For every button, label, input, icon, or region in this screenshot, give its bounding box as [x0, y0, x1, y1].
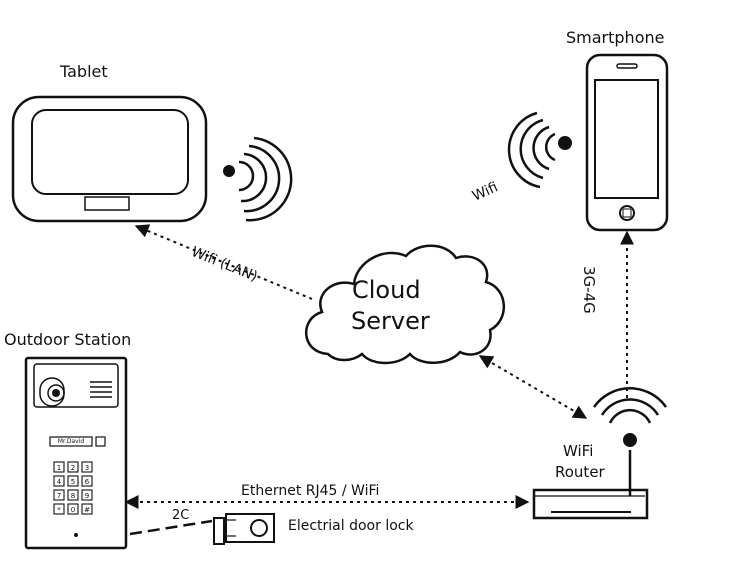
- keypad-key-label: 8: [71, 492, 75, 500]
- keypad-key-label: 4: [57, 478, 62, 486]
- door-lock-label: Electrial door lock: [288, 518, 414, 534]
- smartphone-wireless-icon: [507, 111, 572, 189]
- keypad: 1 2 3 4 5 6 7 8 9 * 0 #: [53, 461, 93, 515]
- outdoor-station-label: Outdoor Station: [4, 330, 132, 349]
- cloud-shape: [305, 244, 506, 365]
- keypad-key-label: 7: [57, 492, 61, 500]
- router-icon: [532, 433, 649, 520]
- router-label: Router: [555, 463, 605, 481]
- keypad-key: [53, 461, 65, 473]
- outdoor-station-icon: [24, 356, 128, 550]
- tablet-icon: [11, 95, 208, 223]
- door-lock-icon: [213, 513, 275, 545]
- router-wireless-icon: [592, 387, 668, 424]
- keypad-key: [53, 475, 65, 487]
- tablet-label: Tablet: [60, 62, 108, 81]
- smartphone-icon: [585, 53, 669, 232]
- keypad-key-label: 0: [71, 506, 75, 514]
- keypad-key: [81, 489, 93, 501]
- cloud-label: Cloud: [352, 276, 421, 304]
- keypad-key-label: 5: [71, 478, 75, 486]
- keypad-key: [81, 475, 93, 487]
- link-station-lock: [129, 519, 213, 536]
- keypad-key-label: *: [57, 506, 61, 514]
- 3g-4g-label: 3G-4G: [580, 266, 598, 314]
- router-wifi-label: WiFi: [563, 442, 594, 460]
- keypad-key-label: 3: [85, 464, 89, 472]
- link-cloud-router: [478, 355, 588, 419]
- keypad-key-label: #: [84, 506, 90, 514]
- keypad-key: [67, 503, 79, 515]
- station-name-display: Mr.David: [57, 438, 85, 445]
- keypad-key-label: 1: [57, 464, 61, 472]
- keypad-key: [81, 503, 93, 515]
- ethernet-wifi-label: Ethernet RJ45 / WiFi: [241, 483, 380, 499]
- keypad-key-label: 9: [85, 492, 89, 500]
- keypad-key-label: 2: [71, 464, 75, 472]
- tablet-wireless-icon: [223, 136, 293, 222]
- smartphone-label: Smartphone: [566, 28, 665, 47]
- keypad-key: [67, 475, 79, 487]
- keypad-key: [81, 461, 93, 473]
- keypad-key: [67, 489, 79, 501]
- keypad-key: [53, 489, 65, 501]
- server-label: Server: [351, 307, 430, 335]
- keypad-key: [53, 503, 65, 515]
- keypad-key-label: 6: [85, 478, 90, 486]
- keypad-key: [67, 461, 79, 473]
- 2c-label: 2C: [172, 508, 190, 523]
